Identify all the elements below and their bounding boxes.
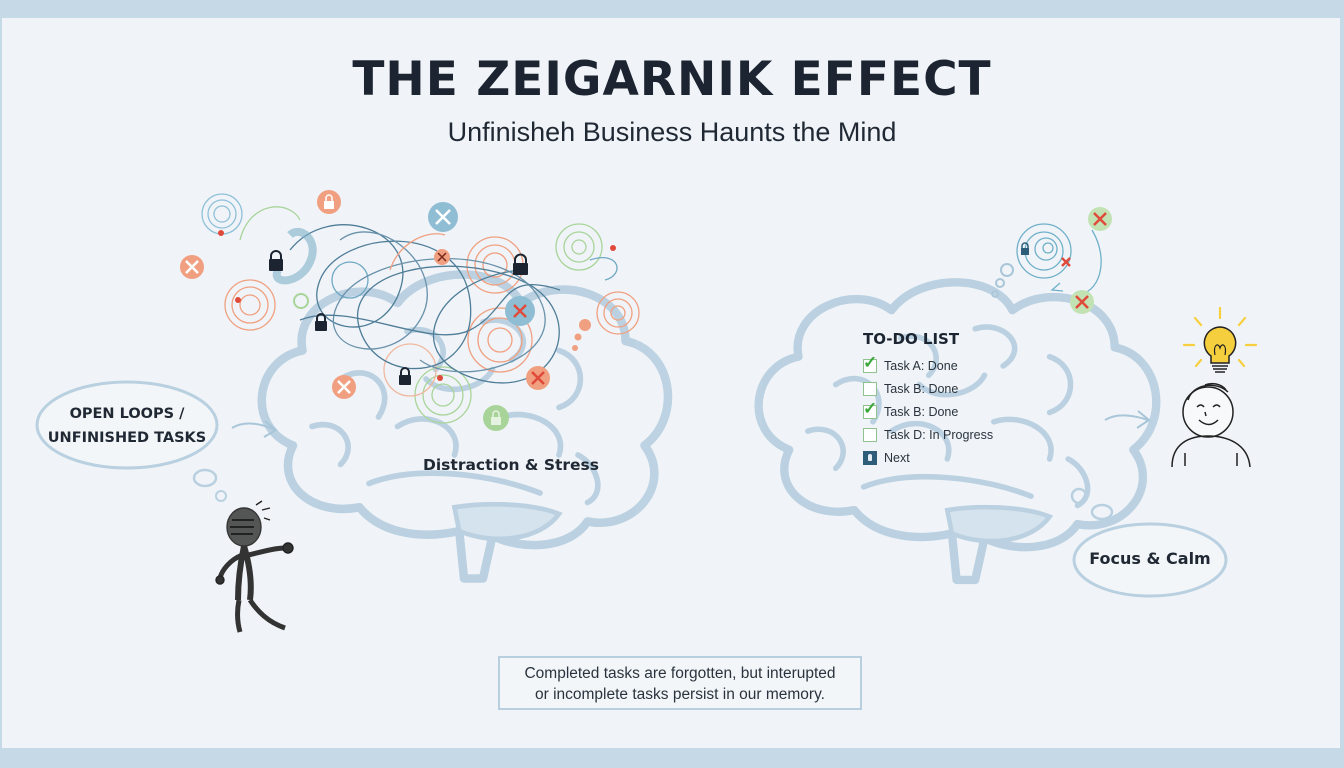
lock-icon bbox=[513, 253, 528, 275]
stressed-figure bbox=[215, 500, 294, 633]
todo-item-label: Task A: Done bbox=[884, 358, 958, 373]
distraction-caption: Distraction & Stress bbox=[423, 456, 600, 474]
checkbox-unchecked[interactable] bbox=[863, 381, 877, 396]
arrow-icon bbox=[231, 420, 278, 438]
arrow-icon bbox=[1104, 410, 1151, 429]
todo-title: TO-DO LIST bbox=[863, 330, 960, 348]
lock-icon bbox=[269, 250, 283, 271]
x-icon bbox=[1070, 290, 1094, 314]
x-icon bbox=[505, 296, 535, 326]
open-loops-line2: UNFINISHED TASKS bbox=[47, 430, 207, 446]
footer-note-line1: Completed tasks are forgotten, but inter… bbox=[524, 665, 836, 682]
x-icon bbox=[180, 255, 204, 279]
footer-note-box: Completed tasks are forgotten, but inter… bbox=[498, 656, 862, 710]
lock-icon bbox=[863, 450, 877, 465]
lock-icon bbox=[315, 313, 327, 331]
todo-item[interactable]: Task D: In Progress bbox=[863, 423, 993, 446]
tangled-thoughts bbox=[201, 193, 640, 424]
open-loops-bubble bbox=[35, 380, 227, 502]
x-icon bbox=[332, 375, 356, 399]
focus-calm-label: Focus & Calm bbox=[1089, 549, 1211, 568]
todo-item[interactable]: ✓ Task B: Done bbox=[863, 400, 993, 423]
todo-item-label: Task B: Done bbox=[884, 381, 959, 396]
checkmark-icon: ✓ bbox=[863, 352, 878, 372]
todo-item[interactable]: Next bbox=[863, 446, 993, 469]
todo-item[interactable]: Task B: Done bbox=[863, 377, 993, 400]
left-brain bbox=[262, 275, 668, 579]
lightbulb-icon bbox=[1182, 306, 1258, 373]
x-icon bbox=[428, 202, 458, 232]
todo-item-label: Next bbox=[884, 450, 910, 465]
lock-icon bbox=[1021, 242, 1029, 255]
checkbox-checked[interactable]: ✓ bbox=[863, 354, 877, 373]
open-loops-label: OPEN LOOPS / UNFINISHED TASKS bbox=[42, 402, 212, 450]
infographic-canvas bbox=[2, 18, 1340, 748]
lock-icon bbox=[399, 367, 411, 385]
page-subtitle: Unfinisheh Business Haunts the Mind bbox=[447, 117, 897, 147]
checkmark-icon: ✓ bbox=[863, 398, 878, 418]
checkbox-checked[interactable]: ✓ bbox=[863, 400, 877, 419]
x-icon bbox=[434, 249, 450, 265]
lock-icon bbox=[483, 405, 509, 431]
todo-item-label: Task D: In Progress bbox=[884, 427, 994, 442]
open-loops-line1: OPEN LOOPS / bbox=[69, 406, 185, 422]
x-icon bbox=[1088, 207, 1112, 231]
todo-item-label: Task B: Done bbox=[884, 404, 959, 419]
page-title: THE ZEIGARNIK EFFECT bbox=[352, 52, 992, 107]
residual-thought bbox=[1016, 223, 1102, 296]
todo-list: TO-DO LIST ✓ Task A: Done Task B: Done ✓… bbox=[863, 330, 993, 469]
focus-calm-bubble bbox=[1070, 487, 1228, 598]
checkbox-unchecked[interactable] bbox=[863, 427, 877, 442]
todo-item[interactable]: ✓ Task A: Done bbox=[863, 354, 993, 377]
x-icon bbox=[526, 366, 550, 390]
keyhole-icon bbox=[868, 453, 872, 461]
happy-person bbox=[1171, 382, 1251, 468]
lock-icon bbox=[317, 190, 341, 214]
footer-note-line2: or incomplete tasks persist in our memor… bbox=[534, 686, 825, 703]
